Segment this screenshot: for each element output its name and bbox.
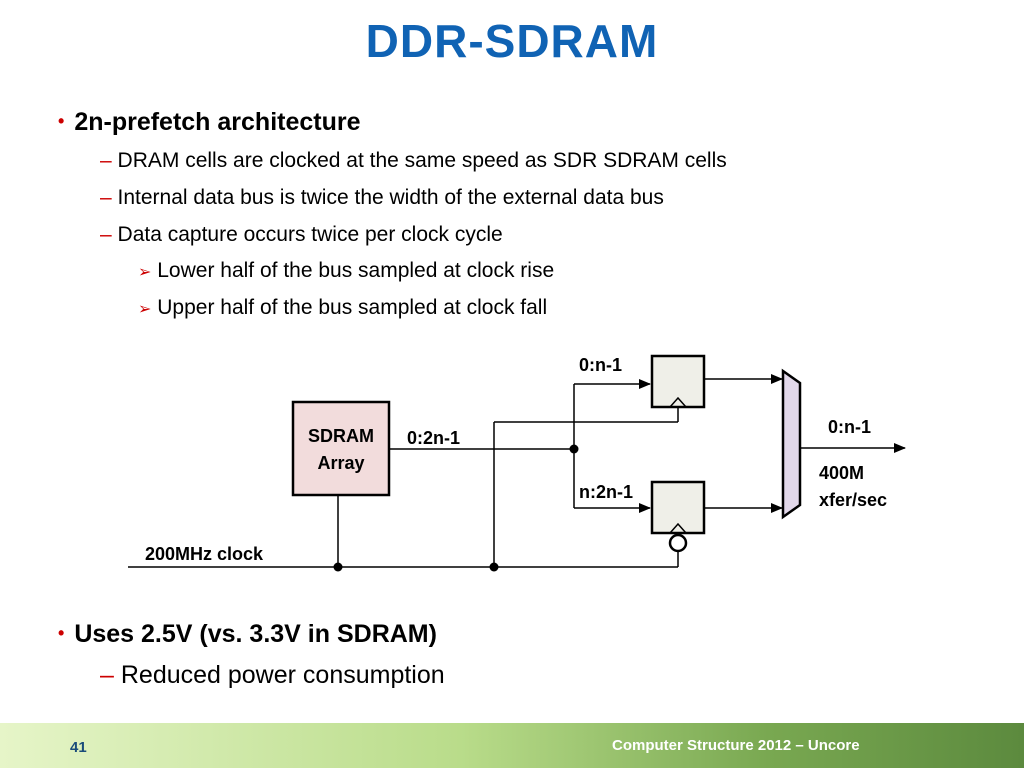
slide-title: DDR-SDRAM <box>365 15 659 67</box>
sub-bullet-bus-text: Internal data bus is twice the width of … <box>117 186 664 209</box>
sub-bullet-power-text: Reduced power consumption <box>120 661 445 689</box>
clock-inverter-bubble-icon <box>668 533 688 553</box>
sdram-array-block <box>291 400 391 497</box>
bullet-prefetch-text: 2n-prefetch architecture <box>74 108 361 136</box>
sub-sub-bullet-rise: ➢ Lower half of the bus sampled at clock… <box>138 259 554 283</box>
upper-clock-triangle-icon <box>669 396 687 408</box>
lower-clock-triangle-icon <box>669 522 687 534</box>
arrow-bullet-icon: ➢ <box>138 264 152 281</box>
sub-sub-bullet-fall-text: Upper half of the bus sampled at clock f… <box>157 296 548 319</box>
dash-icon: – <box>100 661 114 689</box>
lower-half-label: n:2n-1 <box>579 482 633 502</box>
dash-icon: – <box>100 186 112 209</box>
clock-junction-dot-1 <box>333 562 343 572</box>
upper-flipflop <box>650 354 706 409</box>
sub-sub-bullet-rise-text: Lower half of the bus sampled at clock r… <box>157 259 555 282</box>
clock-junction-dot-2 <box>489 562 499 572</box>
bullet-dot-icon: • <box>58 111 65 131</box>
sub-bullet-capture-text: Data capture occurs twice per clock cycl… <box>117 223 503 246</box>
sdram-label-line1: SDRAM <box>308 426 374 446</box>
rate-label-line1: 400M <box>819 463 864 483</box>
bullet-dot-icon: • <box>58 623 65 643</box>
dash-icon: – <box>100 149 112 172</box>
footer-text: Computer Structure 2012 – Uncore <box>612 737 860 754</box>
footer-bar <box>0 723 1024 768</box>
output-multiplexer <box>781 368 802 520</box>
rate-label-line2: xfer/sec <box>819 490 887 510</box>
sdram-label-line2: Array <box>317 453 364 473</box>
upper-half-label: 0:n-1 <box>579 355 622 375</box>
internal-bus-label: 0:2n-1 <box>407 428 460 448</box>
output-bus-label: 0:n-1 <box>828 417 871 437</box>
sub-bullet-bus: – Internal data bus is twice the width o… <box>100 186 664 210</box>
sub-sub-bullet-fall: ➢ Upper half of the bus sampled at clock… <box>138 296 547 320</box>
dash-icon: – <box>100 223 112 246</box>
lower-flipflop <box>650 480 706 535</box>
bullet-voltage-text: Uses 2.5V (vs. 3.3V in SDRAM) <box>74 620 437 648</box>
sub-bullet-power: – Reduced power consumption <box>100 661 445 690</box>
clock-label: 200MHz clock <box>145 544 264 564</box>
page-number: 41 <box>70 739 87 756</box>
arrow-bullet-icon: ➢ <box>138 301 152 318</box>
sub-bullet-cells: – DRAM cells are clocked at the same spe… <box>100 149 727 173</box>
sub-bullet-capture: – Data capture occurs twice per clock cy… <box>100 223 503 247</box>
bullet-voltage: • Uses 2.5V (vs. 3.3V in SDRAM) <box>58 620 437 649</box>
sub-bullet-cells-text: DRAM cells are clocked at the same speed… <box>117 149 727 172</box>
bullet-prefetch: • 2n-prefetch architecture <box>58 108 361 137</box>
